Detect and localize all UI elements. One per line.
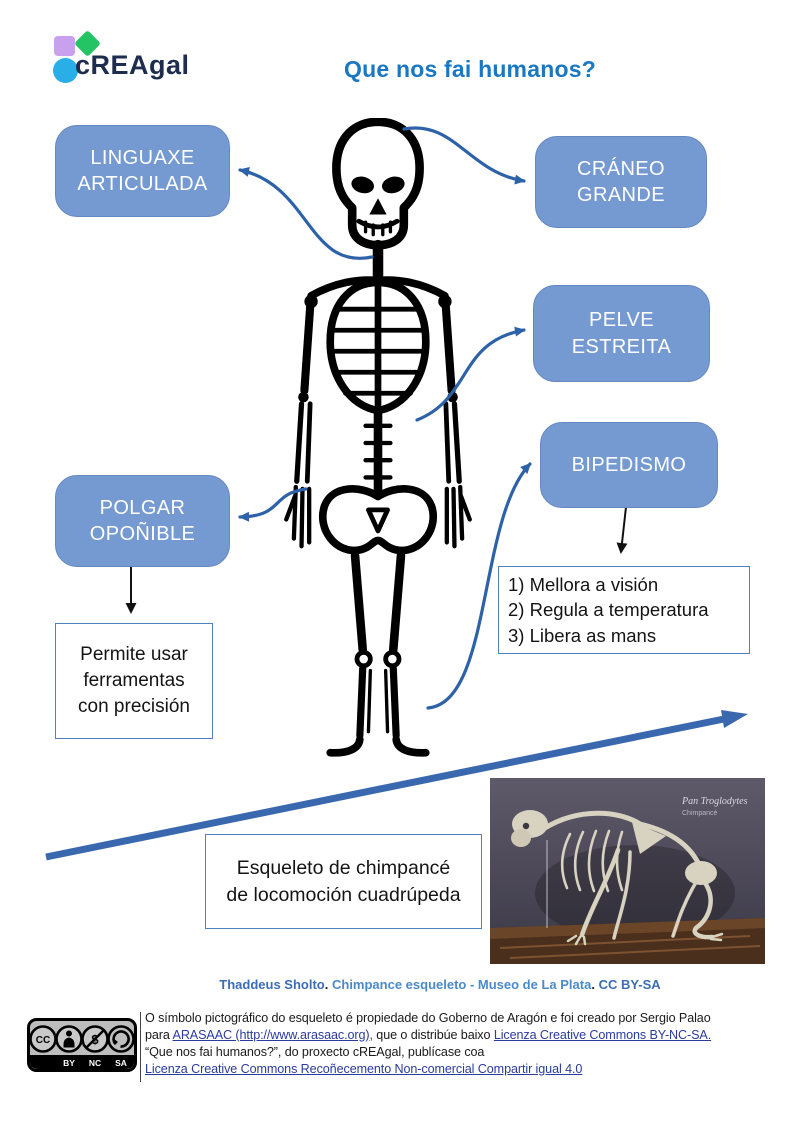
nasal-cavity <box>369 198 387 215</box>
callout-label: PELVE ESTREITA <box>571 309 672 358</box>
footer-credit: O símbolo pictográfico do esqueleto é pr… <box>145 1010 781 1078</box>
callout-pelve-estreita: PELVE ESTREITA <box>533 285 710 382</box>
sa-sharealike-icon <box>107 1025 135 1053</box>
polgar-detail-text: Permite usar ferramentas con precisión <box>78 643 190 718</box>
bipedismo-detail-text: 1) Mellora a visión 2) Regula a temperat… <box>508 573 709 646</box>
callout-label: BIPEDISMO <box>571 453 687 476</box>
svg-text:NC: NC <box>89 1058 101 1068</box>
foot-left <box>326 735 364 757</box>
callout-bipedismo: BIPEDISMO <box>540 422 718 508</box>
license-byncsa-link[interactable]: Licenza Creative Commons BY-NC-SA. <box>493 1027 712 1042</box>
ribs <box>328 306 428 396</box>
pelvis <box>319 485 437 555</box>
chimp-photo: Pan Troglodytes Chimpancé <box>490 778 765 964</box>
cc-icon: CC <box>29 1025 57 1053</box>
photo-species-label: Pan Troglodytes <box>681 796 748 807</box>
photo-species-sublabel: Chimpancé <box>682 810 718 817</box>
footer-line3: “Que nos fai humanos?”, do proxecto cREA… <box>145 1044 485 1059</box>
femur-right <box>388 551 406 654</box>
svg-text:CC: CC <box>36 1035 50 1046</box>
connector-bipedismo-detail <box>616 506 628 554</box>
footer-divider <box>140 1012 141 1082</box>
attribution-author-link[interactable]: Thaddeus Sholto <box>219 977 325 992</box>
by-person-icon <box>55 1025 83 1053</box>
footer-line4: Licenza Creative Commons Recoñecemento N… <box>145 1061 781 1078</box>
license-ccbysa40-link[interactable]: Licenza Creative Commons Recoñecemento N… <box>145 1061 583 1076</box>
footer-line1: O símbolo pictográfico do esqueleto é pr… <box>145 1011 711 1025</box>
femur-left <box>350 551 368 654</box>
callout-polgar-oponible: POLGAR OPOÑIBLE <box>55 475 230 567</box>
eye-socket-right <box>381 176 405 194</box>
svg-text:BY: BY <box>63 1058 75 1068</box>
callout-linguaxe-articulada: LINGUAXE ARTICULADA <box>55 125 230 217</box>
callout-craneo-grande: CRÁNEO GRANDE <box>535 136 707 228</box>
cc-license-badge: CC $ BY NC SA <box>27 1018 137 1072</box>
page-title: Que nos fai humanos? <box>344 56 596 82</box>
footer-line2: para ARASAAC (http://www.arasaac.org), q… <box>145 1027 712 1042</box>
photo-attribution: Thaddeus Sholto. Chimpance esqueleto - M… <box>219 977 661 992</box>
logo-circle-icon <box>53 58 78 83</box>
foot-right <box>392 735 430 757</box>
bipedismo-detail-box: 1) Mellora a visión 2) Regula a temperat… <box>498 566 750 654</box>
logo-text: cREAgal <box>75 50 190 80</box>
chimp-caption-text: Esqueleto de chimpancé de locomoción cua… <box>226 856 461 906</box>
attribution-license-link[interactable]: CC BY-SA <box>598 977 661 992</box>
chimp-caption-box: Esqueleto de chimpancé de locomoción cua… <box>205 834 482 929</box>
attribution-work-link[interactable]: Chimpance esqueleto - Museo de La Plata <box>331 977 592 992</box>
humerus-left <box>300 303 315 395</box>
logo-square-icon <box>54 36 75 56</box>
human-skeleton-figure <box>284 118 472 757</box>
polgar-detail-box: Permite usar ferramentas con precisión <box>55 623 213 739</box>
callout-label: CRÁNEO GRANDE <box>577 157 665 206</box>
arasaac-link[interactable]: ARASAAC (http://www.arasaac.org), <box>172 1027 373 1042</box>
creagal-logo: cREAgal <box>52 30 282 90</box>
nc-dollar-icon: $ <box>81 1025 109 1053</box>
callout-label: POLGAR OPOÑIBLE <box>89 496 196 545</box>
humerus-right <box>441 303 456 395</box>
callout-label: LINGUAXE ARTICULADA <box>77 146 208 195</box>
svg-text:SA: SA <box>115 1058 127 1068</box>
